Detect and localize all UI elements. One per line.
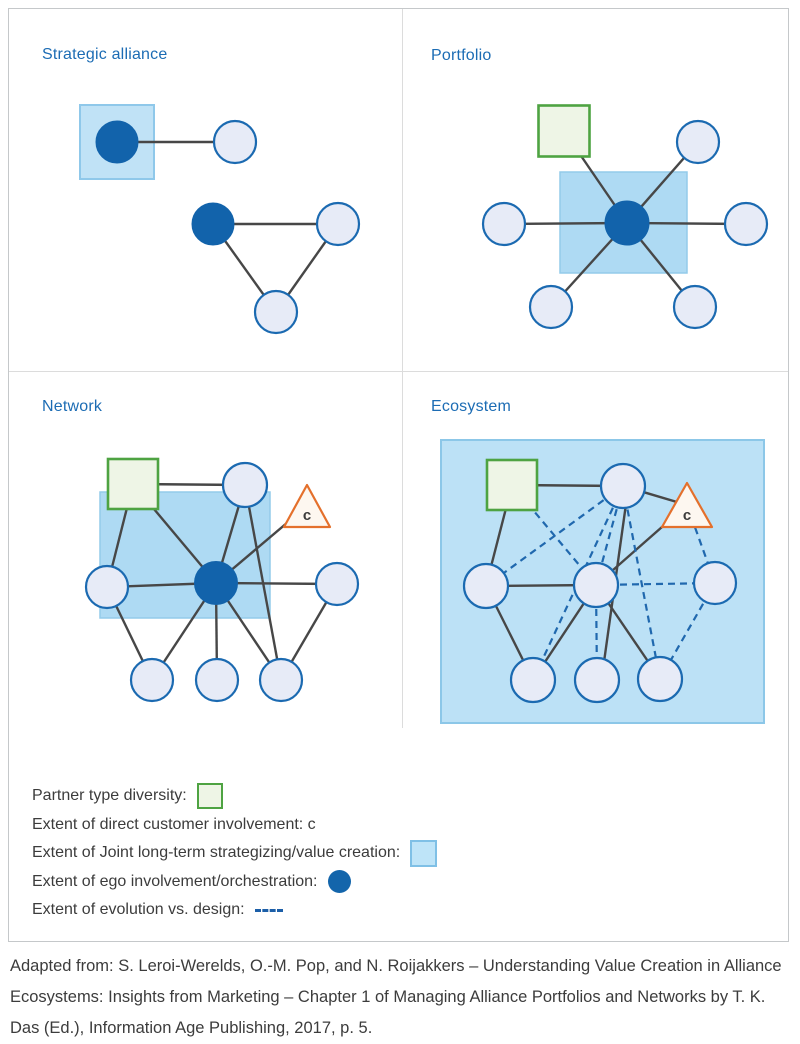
legend-row-customer-involvement: Extent of direct customer involvement: c — [32, 813, 437, 837]
legend-label-evolution: Extent of evolution vs. design: — [32, 901, 245, 918]
citation-line-1: Adapted from: S. Leroi-Werelds, O.-M. Po… — [10, 957, 782, 975]
blue-square-icon — [410, 839, 438, 867]
legend-label-customer-involvement: Extent of direct customer involvement: c — [32, 815, 316, 833]
legend-label-strategizing: Extent of Joint long-term strategizing/v… — [32, 844, 401, 861]
panel-title-portfolio: Portfolio — [431, 47, 492, 64]
panel-title-ecosystem: Ecosystem — [431, 398, 512, 415]
dark-circle-icon — [327, 870, 351, 893]
legend-label-partner-type: Partner type diversity: — [32, 787, 187, 804]
legend-row-ego-involvement: Extent of ego involvement/orchestration: — [32, 870, 437, 894]
citation-line-3: Das (Ed.), Information Age Publishing, 2… — [10, 1019, 373, 1037]
legend-row-partner-type: Partner type diversity: — [32, 783, 437, 809]
dashed-line-icon — [254, 908, 283, 912]
legend-row-evolution: Extent of evolution vs. design: — [32, 898, 437, 922]
citation-line-2: Ecosystems: Insights from Marketing – Ch… — [10, 988, 766, 1006]
panel-divider-vertical — [402, 9, 403, 728]
legend-label-ego-involvement: Extent of ego involvement/orchestration: — [32, 872, 318, 890]
green-square-icon — [196, 783, 223, 809]
legend-row-strategizing: Extent of Joint long-term strategizing/v… — [32, 839, 438, 867]
citation: Adapted from: S. Leroi-Werelds, O.-M. Po… — [10, 951, 792, 1044]
panel-divider-horizontal — [9, 371, 788, 372]
panel-title-strategic-alliance: Strategic alliance — [42, 46, 168, 63]
legend: Partner type diversity: Extent of direct… — [32, 783, 438, 927]
panel-title-network: Network — [42, 398, 103, 415]
